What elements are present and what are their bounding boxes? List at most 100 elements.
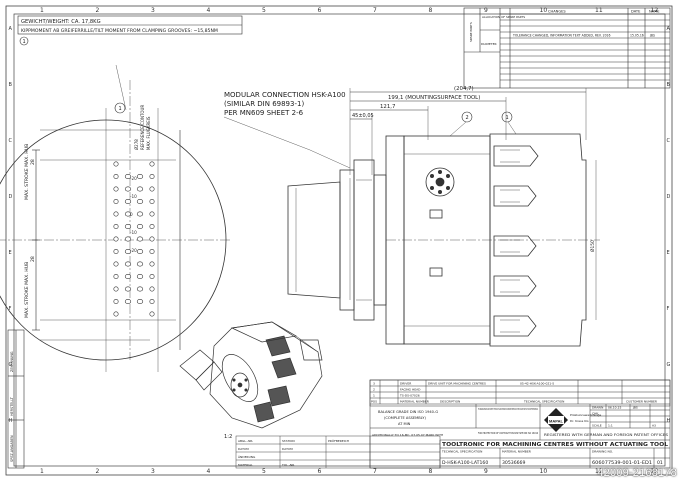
changes-row1-name: JBS <box>649 34 655 38</box>
bottom-zone-number: 8 <box>429 468 433 475</box>
mapal-logo-text: MAPAL <box>549 419 563 424</box>
row-label-1: 1 <box>373 394 375 398</box>
front-view-circle <box>0 64 230 372</box>
slot-hole <box>149 249 155 255</box>
drawing-no-value: 606077539-001-01-ED1 <box>592 460 652 466</box>
side-zone-letter: C <box>9 138 13 144</box>
slot-hole <box>124 249 132 255</box>
tech-spec-label: TECHNICAL SPECIFICATION <box>441 450 482 454</box>
strip-label-3: SPEZ.ANGABEN <box>10 435 14 462</box>
sheet-size: A3 <box>652 424 656 428</box>
item-name-2: FACING HEAD <box>400 388 421 392</box>
slot-hole <box>149 174 155 180</box>
weight-text: GEWICHT/WEIGHT: CA. 17,8KG <box>21 19 101 25</box>
slot-hole <box>113 311 119 317</box>
modular-connection-line3: PER MN609 SHEET 2-6 <box>224 109 304 117</box>
balloon-header-label: 1 <box>23 39 26 45</box>
side-zone-letter: B <box>667 82 671 88</box>
drawing-no-label: DRAWING NO. <box>592 450 613 454</box>
slot-hole-pattern: -20-100-10-20 <box>113 161 155 317</box>
slot-hole <box>136 186 144 192</box>
approval-5: DATUM <box>282 447 293 451</box>
slot-hole <box>124 211 132 217</box>
dim-45: 45±0,05 <box>352 113 374 119</box>
balance-line1: BALANCE GRADE DIN ISO 1940-G <box>378 410 438 414</box>
changes-row1-date: 15.05.16 <box>630 34 644 38</box>
slot-hole <box>124 224 132 230</box>
ref-contour-label: REFERENCE CONTOUR <box>140 105 145 150</box>
outer-border <box>5 5 673 476</box>
slot-hole <box>113 211 119 217</box>
slot-hole <box>113 298 119 304</box>
slot-hole <box>136 261 144 267</box>
slot-hole <box>124 286 132 292</box>
diameter-150: Ø150 <box>589 240 596 252</box>
scale-mark: -10 <box>130 230 137 235</box>
approval-1: ABGL.-NR. <box>238 439 253 443</box>
slot-hole <box>124 186 132 192</box>
slot-hole <box>149 311 155 317</box>
slot-hole <box>149 286 155 292</box>
side-zone-letter: E <box>9 250 12 256</box>
changes-name-header: NAME <box>649 10 660 14</box>
material-label: MATERIAL NUMBER <box>502 450 531 454</box>
changes-header: CHANGES <box>548 10 566 14</box>
slot-hole <box>124 298 132 304</box>
top-zone-number: 8 <box>429 7 433 14</box>
bottom-zone-number: 2 <box>96 468 100 475</box>
approval-3: PRÜFBEREICH <box>328 438 349 443</box>
top-zone-number: 4 <box>207 7 211 14</box>
slot-hole <box>113 199 119 205</box>
additionally-text: ADDITIONALLY TO 16-MC. 07.05.07 MARK WIT… <box>372 433 443 437</box>
top-zone-number: 6 <box>318 7 322 14</box>
technical-spec-header: TECHNICAL SPECIFICATION <box>523 400 564 404</box>
item-desc-header: DESCRIPTION <box>440 400 460 404</box>
slot-hole <box>136 298 144 304</box>
tilt-moment-text: KIPPMOMENT AB GREIFERRILLE/TILT MOMENT F… <box>21 28 218 34</box>
item-desc-1: DRIVE UNIT FOR MACHINING CENTRES <box>428 382 486 386</box>
slot-hole <box>113 174 119 180</box>
slot-hole <box>136 174 144 180</box>
side-zone-letter: H <box>667 418 671 424</box>
side-zone-letter: F <box>9 306 12 312</box>
item-name-1: DRIVER <box>400 382 411 386</box>
bottom-zone-number: 4 <box>207 468 211 475</box>
drawn-date: 06.10.15 <box>608 406 621 410</box>
side-zone-letter: E <box>667 250 670 256</box>
top-zone-number: 2 <box>96 7 100 14</box>
scale-mark: 0 <box>130 212 133 217</box>
item-name-3: TS-DS-07026 <box>399 394 420 398</box>
bottom-zone-number: 9 <box>484 468 488 475</box>
approval-4: DATUM <box>238 447 249 451</box>
approval-8: TOL.-NR. <box>281 463 295 467</box>
side-zone-letter: D <box>9 194 13 200</box>
row-label-3: 3 <box>373 382 375 386</box>
balloon-1-right-label: 1 <box>506 115 509 121</box>
approval-7: MATERIAL <box>238 463 253 467</box>
scale-value: 1:1 <box>608 424 613 428</box>
slot-hole <box>136 249 144 255</box>
balloon-1-right <box>501 111 513 123</box>
slot-hole <box>136 199 144 205</box>
checked-label: CHK. <box>592 412 599 416</box>
bottom-zone-number: 11 <box>595 468 603 475</box>
slot-hole <box>136 236 144 242</box>
side-zone-letter: G <box>9 362 13 368</box>
mapal-sub2: Dr. Kress KG <box>570 419 589 423</box>
slot-hole <box>149 161 155 167</box>
dim-121-7: 121,7 <box>380 104 395 110</box>
slot-hole <box>149 261 155 267</box>
drawing-title: TOOLTRONIC FOR MACHINING CENTRES WITHOUT… <box>442 442 669 448</box>
top-zone-number: 12 <box>651 7 659 14</box>
slot-hole <box>124 236 132 242</box>
max-flugkreis-label: MAX. FLUGKREIS <box>146 116 151 150</box>
slot-hole <box>113 186 119 192</box>
stroke-top-label: MAX. STROKE MAX. HUB <box>24 144 30 200</box>
top-zone-number: 9 <box>484 7 488 14</box>
customer-number-header: CUSTOMER NUMBER <box>626 400 657 404</box>
balloon-1-left-label: 1 <box>119 106 122 112</box>
